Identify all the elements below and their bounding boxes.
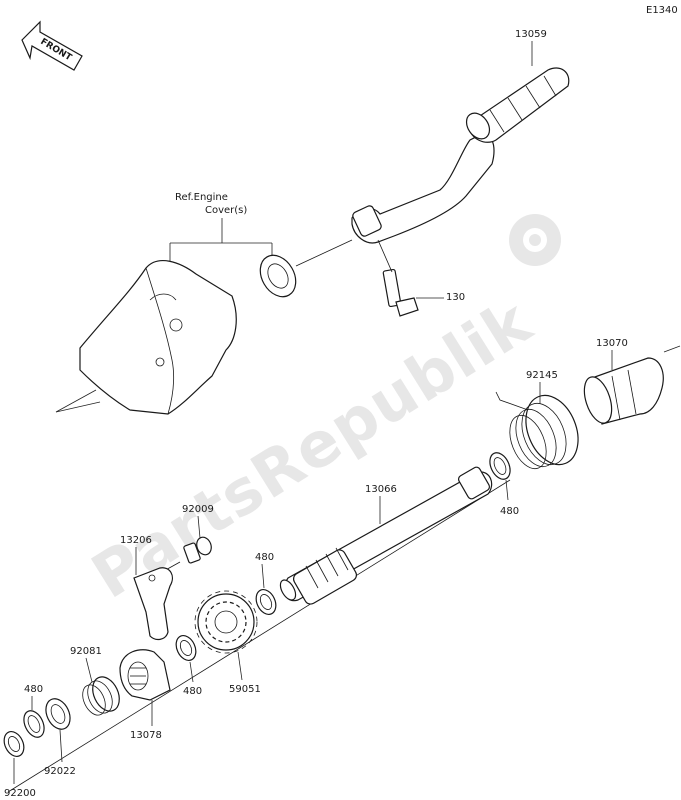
label-circlip-end: 480 — [24, 684, 43, 695]
watermark-gear-icon — [509, 214, 561, 266]
label-bolt: 130 — [446, 292, 465, 303]
kick-gear — [194, 590, 258, 654]
ref-note-line2: Cover(s) — [205, 205, 247, 216]
circlip-end — [23, 710, 45, 738]
front-arrow-icon: FRONT — [21, 20, 83, 71]
label-washer: 92022 — [44, 766, 76, 777]
label-stopper-plate: 13206 — [120, 535, 152, 546]
washer — [45, 698, 71, 730]
ref-note-line1: Ref.Engine — [175, 192, 228, 203]
engine-cover-reference: Ref.Engine Cover(s) — [169, 192, 273, 272]
label-circlip-gear: 480 — [183, 686, 202, 697]
spring-guide — [583, 345, 681, 425]
diagram-code: E1340 — [646, 5, 678, 16]
label-kick-gear: 59051 — [229, 684, 261, 695]
label-spacer: 92200 — [4, 788, 36, 799]
label-kick-spring: 92145 — [526, 370, 558, 381]
stopper-bolt — [183, 536, 212, 564]
label-bolt-stopper: 92009 — [182, 504, 214, 515]
label-kick-shaft: 13066 — [365, 484, 397, 495]
label-circlip-shaft-right: 480 — [500, 506, 519, 517]
kick-pedal — [351, 67, 570, 244]
stopper-plate — [133, 567, 173, 641]
oil-seal — [259, 254, 297, 298]
pedal-bolt — [382, 268, 419, 317]
spacer — [3, 731, 25, 757]
circlip-shaft-right — [489, 452, 511, 480]
label-spring-guide: 13070 — [596, 338, 628, 349]
label-ratchet: 13078 — [130, 730, 162, 741]
label-kick-pedal: 13059 — [515, 29, 547, 40]
kick-spring — [495, 391, 579, 470]
circlip-shaft-left — [255, 589, 277, 615]
ratchet-spring — [82, 676, 120, 716]
kick-shaft — [279, 466, 493, 605]
circlip-gear — [175, 635, 197, 661]
ratchet — [119, 649, 171, 701]
assembly-axis-line — [7, 479, 511, 793]
engine-cover — [55, 259, 237, 415]
label-circlip-shaft-left: 480 — [255, 552, 274, 563]
label-ratchet-spring: 92081 — [70, 646, 102, 657]
